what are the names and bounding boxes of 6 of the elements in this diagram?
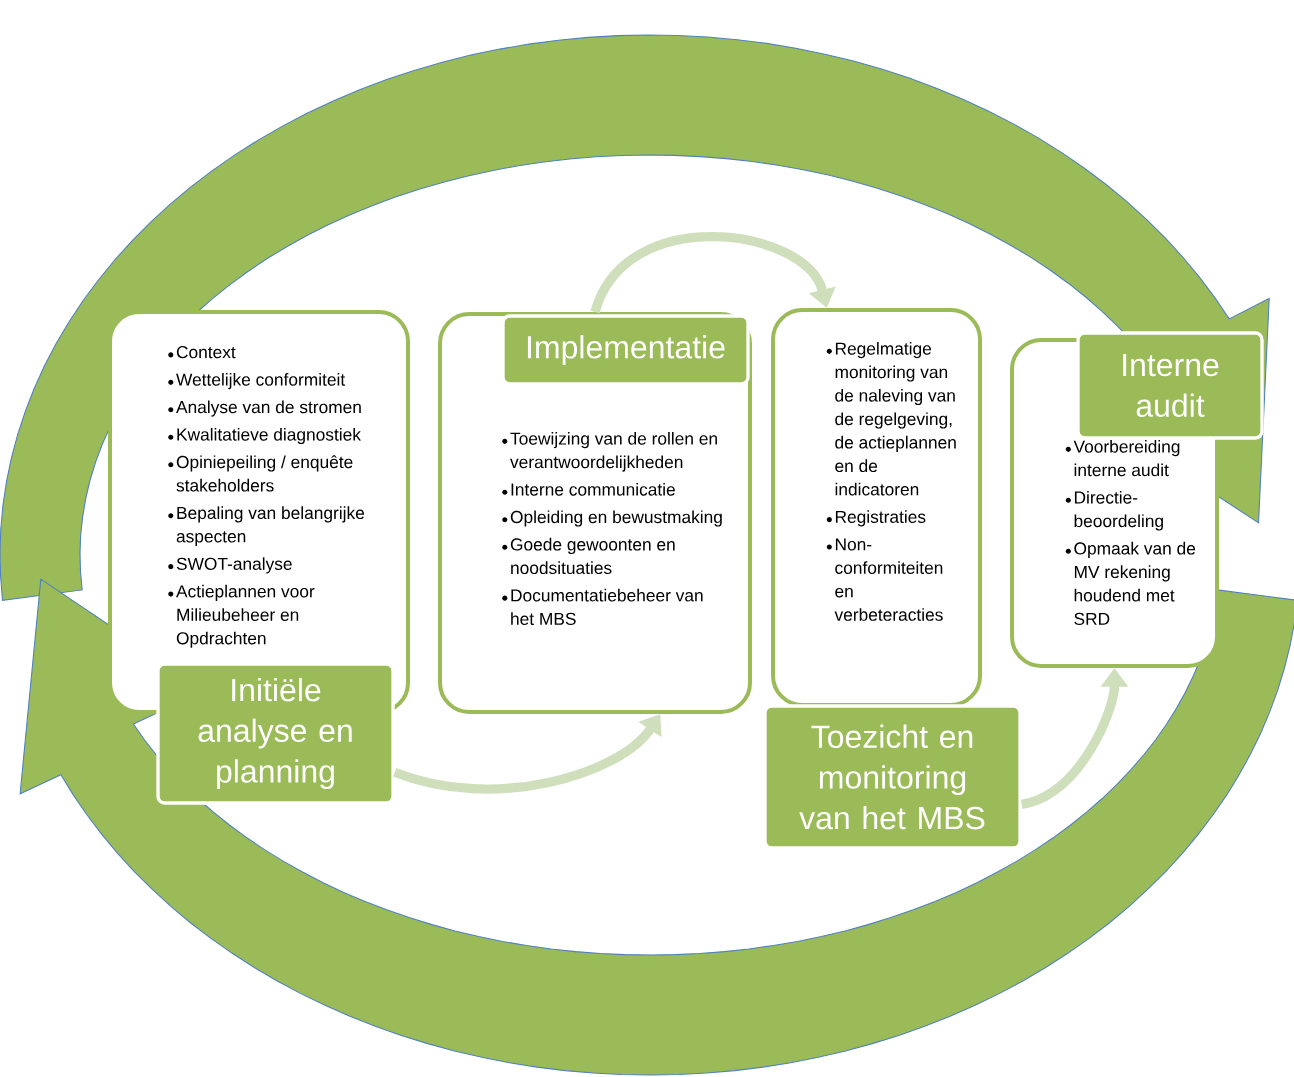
stage-title-box: Initiële analyse en planning (156, 662, 395, 805)
list-card: Regelmatige monitoring van de naleving van de regelgeving, de actieplannen en de indicatoren Registraties Non-conformiteiten en verbeteracties (771, 308, 982, 707)
stage-title-box: Toezicht en monitoring van het MBS (763, 704, 1022, 850)
arrow (590, 232, 836, 314)
stage-title-box: Interne audit (1076, 331, 1264, 440)
stage-title-box: Implementatie (501, 314, 750, 386)
